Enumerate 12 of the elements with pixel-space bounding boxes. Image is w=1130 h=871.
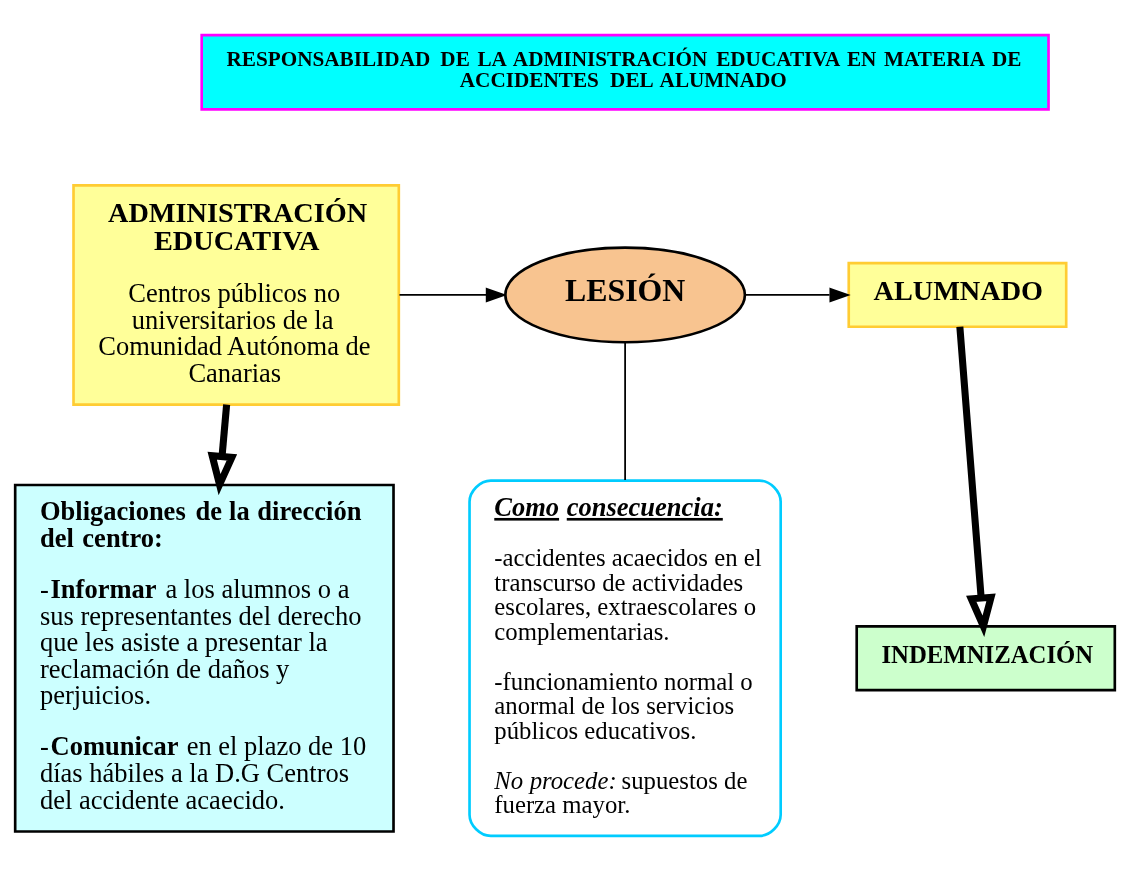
node-box: Obligaciones de la dirección del centro: -Informar a los alumnos o a sus representantes del derecho que les asiste a presentar la reclamación de daños y perjuicios. -Comunicar en el plazo de 10 días hábiles a la D.G Centros del accidente acaecido. <box>13 483 395 833</box>
arrow <box>744 287 851 303</box>
arrow <box>956 326 996 637</box>
node-box: ALUMNADO <box>847 261 1068 329</box>
node-box: Como consecuencia: -accidentes acaecidos en el transcurso de actividades escolares, extraescolares o complementarias. -funcionamiento normal o anormal de los servicios públicos educativos. No procede: supuestos de fuerza mayor. <box>468 479 782 838</box>
arrow <box>398 287 508 303</box>
node-box: ADMINISTRACIÓN EDUCATIVA Centros públicos no universitarios de la Comunidad Autónoma de Canarias <box>72 184 401 406</box>
node-box: RESPONSABILIDAD DE LA ADMINISTRACIÓN EDUCATIVA EN MATERIA DE ACCIDENTES DEL ALUMNADO <box>200 33 1050 111</box>
arrow <box>207 404 238 496</box>
node-box: INDEMNIZACIÓN <box>855 625 1117 692</box>
connector <box>624 342 626 481</box>
node-ellipse: LESIÓN <box>504 246 747 344</box>
